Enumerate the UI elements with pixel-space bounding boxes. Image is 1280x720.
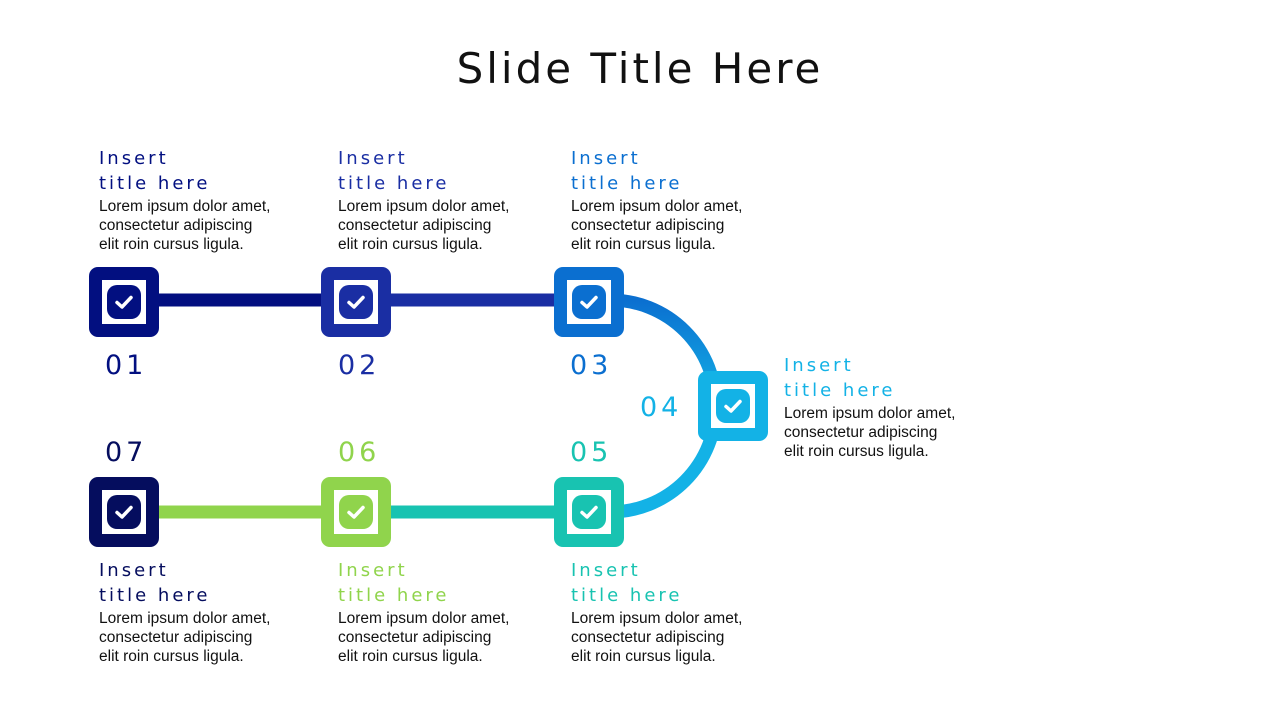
step-05-number: 05 xyxy=(570,437,613,468)
check-icon xyxy=(716,389,750,423)
step-01-text: Insert title here Lorem ipsum dolor amet… xyxy=(99,146,319,254)
step-05-desc-line: consectetur adipiscing xyxy=(571,629,725,646)
step-02-title-line2: title here xyxy=(338,173,450,194)
step-07-node[interactable] xyxy=(89,477,159,547)
step-02-desc-line: consectetur adipiscing xyxy=(338,217,492,234)
check-icon xyxy=(107,495,141,529)
step-02-desc-line: elit roin cursus ligula. xyxy=(338,236,483,253)
step-03-desc-line: Lorem ipsum dolor amet, xyxy=(571,198,743,215)
step-01-node[interactable] xyxy=(89,267,159,337)
step-07-title-line1: Insert xyxy=(99,560,169,581)
step-02-node[interactable] xyxy=(321,267,391,337)
step-04-desc-line: elit roin cursus ligula. xyxy=(784,443,929,460)
step-04-title-line1: Insert xyxy=(784,355,854,376)
step-03-title-line1: Insert xyxy=(571,148,641,169)
step-04-number: 04 xyxy=(640,392,683,423)
step-05-desc-line: Lorem ipsum dolor amet, xyxy=(571,610,743,627)
step-03-number: 03 xyxy=(570,350,613,381)
step-03-desc-line: consectetur adipiscing xyxy=(571,217,725,234)
step-04-title-line2: title here xyxy=(784,380,896,401)
step-05-text: Insert title here Lorem ipsum dolor amet… xyxy=(571,558,791,666)
check-icon xyxy=(339,495,373,529)
check-icon xyxy=(572,495,606,529)
step-04-desc-line: Lorem ipsum dolor amet, xyxy=(784,405,956,422)
step-06-desc-line: Lorem ipsum dolor amet, xyxy=(338,610,510,627)
step-02-text: Insert title here Lorem ipsum dolor amet… xyxy=(338,146,558,254)
step-01-desc-line: Lorem ipsum dolor amet, xyxy=(99,198,271,215)
step-05-node[interactable] xyxy=(554,477,624,547)
step-02-desc-line: Lorem ipsum dolor amet, xyxy=(338,198,510,215)
step-07-desc-line: elit roin cursus ligula. xyxy=(99,648,244,665)
step-02-title-line1: Insert xyxy=(338,148,408,169)
slide-title: Slide Title Here xyxy=(456,44,824,93)
step-07-desc-line: Lorem ipsum dolor amet, xyxy=(99,610,271,627)
step-07-title-line2: title here xyxy=(99,585,211,606)
step-03-node[interactable] xyxy=(554,267,624,337)
check-icon xyxy=(339,285,373,319)
step-06-title-line2: title here xyxy=(338,585,450,606)
step-04-text: Insert title here Lorem ipsum dolor amet… xyxy=(784,353,1004,461)
step-05-desc-line: elit roin cursus ligula. xyxy=(571,648,716,665)
check-icon xyxy=(572,285,606,319)
step-06-title-line1: Insert xyxy=(338,560,408,581)
step-01-desc-line: elit roin cursus ligula. xyxy=(99,236,244,253)
step-06-node[interactable] xyxy=(321,477,391,547)
step-02-number: 02 xyxy=(338,350,381,381)
step-07-number: 07 xyxy=(105,437,148,468)
step-07-text: Insert title here Lorem ipsum dolor amet… xyxy=(99,558,319,666)
step-01-title-line1: Insert xyxy=(99,148,169,169)
step-06-desc-line: elit roin cursus ligula. xyxy=(338,648,483,665)
step-06-desc-line: consectetur adipiscing xyxy=(338,629,492,646)
step-01-number: 01 xyxy=(105,350,148,381)
step-05-title-line2: title here xyxy=(571,585,683,606)
step-01-title-line2: title here xyxy=(99,173,211,194)
step-07-desc-line: consectetur adipiscing xyxy=(99,629,253,646)
step-05-title-line1: Insert xyxy=(571,560,641,581)
step-03-title-line2: title here xyxy=(571,173,683,194)
step-04-node[interactable] xyxy=(698,371,768,441)
step-03-desc-line: elit roin cursus ligula. xyxy=(571,236,716,253)
check-icon xyxy=(107,285,141,319)
step-06-number: 06 xyxy=(338,437,381,468)
step-04-desc-line: consectetur adipiscing xyxy=(784,424,938,441)
step-03-text: Insert title here Lorem ipsum dolor amet… xyxy=(571,146,791,254)
step-01-desc-line: consectetur adipiscing xyxy=(99,217,253,234)
step-06-text: Insert title here Lorem ipsum dolor amet… xyxy=(338,558,558,666)
